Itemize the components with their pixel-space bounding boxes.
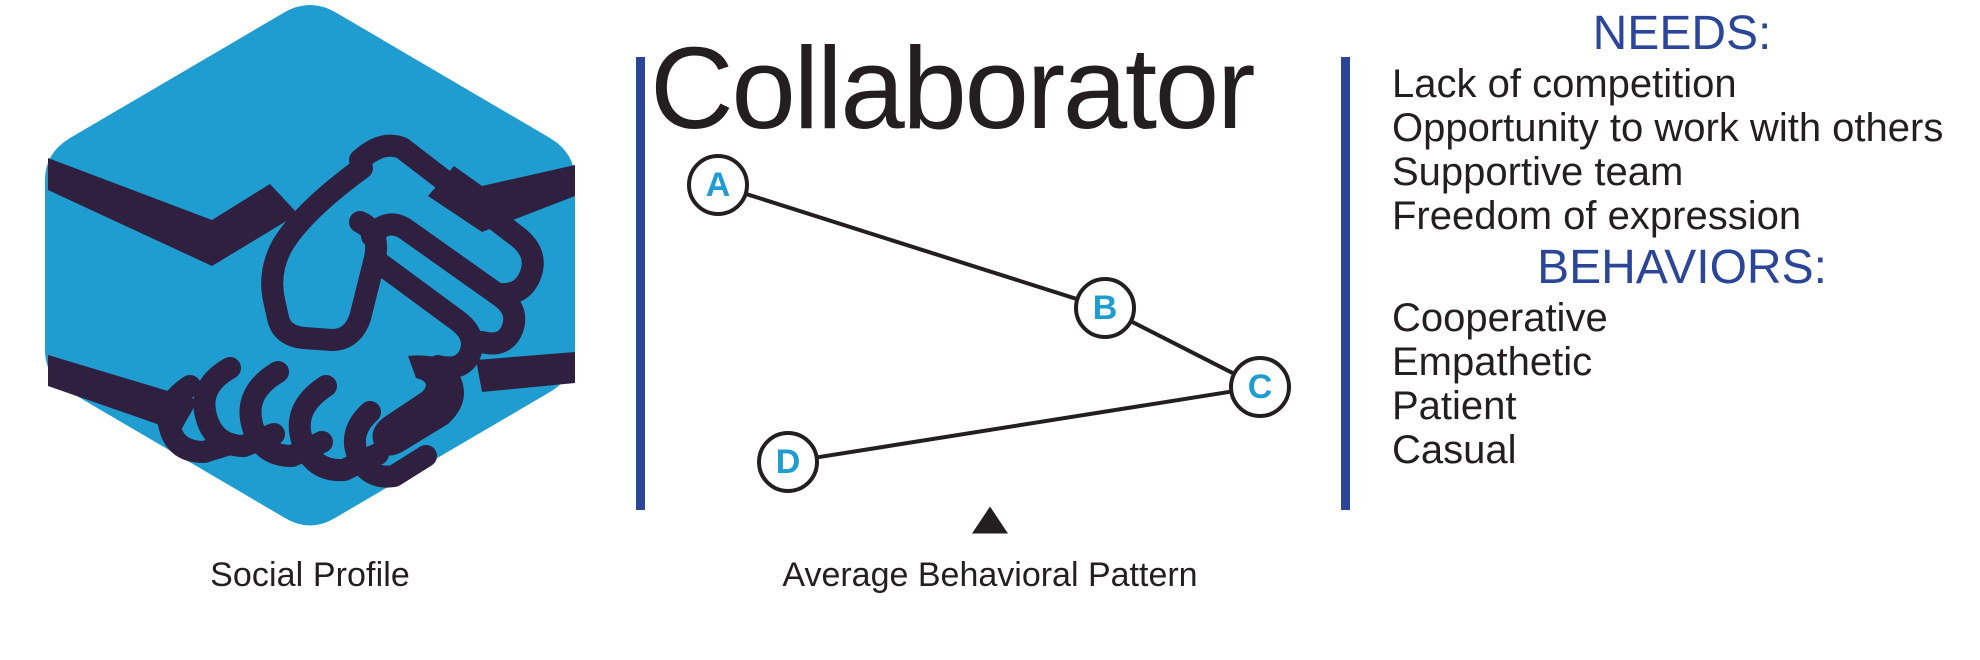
- chart-node-label: A: [706, 166, 731, 204]
- needs-item: Lack of competition: [1392, 62, 1737, 106]
- chart-node-circle: [1229, 356, 1291, 418]
- chart-segment: [816, 389, 1232, 460]
- chart-node-a[interactable]: A: [687, 154, 749, 216]
- chart-node-label: D: [776, 443, 801, 481]
- chart-node-circle: [757, 431, 819, 493]
- behaviors-item: Empathetic: [1392, 340, 1593, 384]
- chart-segment: [745, 191, 1078, 302]
- chart-node-circle: [687, 154, 749, 216]
- behaviors-item: Cooperative: [1392, 296, 1608, 340]
- average-marker-triangle: [972, 506, 1008, 534]
- chart-node-label: B: [1093, 289, 1118, 327]
- chart-segment: [1129, 319, 1236, 376]
- chart-segments: [745, 191, 1236, 460]
- chart-node-b[interactable]: B: [1074, 277, 1136, 339]
- needs-item: Freedom of expression: [1392, 194, 1802, 238]
- chart-nodes: A B C D: [687, 154, 1291, 493]
- behavioral-pattern-chart: A B C D: [620, 150, 1360, 550]
- needs-item: Supportive team: [1392, 150, 1684, 194]
- chart-node-c[interactable]: C: [1229, 356, 1291, 418]
- divider-bar-right: [1341, 57, 1350, 510]
- chart-caption: Average Behavioral Pattern: [782, 556, 1198, 594]
- chart-node-label: C: [1248, 368, 1273, 406]
- divider-bar-left: [636, 57, 645, 510]
- social-profile-panel: Social Profile: [0, 0, 620, 660]
- behaviors-item: Patient: [1392, 384, 1517, 428]
- needs-heading: NEEDS:: [1592, 7, 1772, 60]
- marker-triangle: [972, 506, 1008, 534]
- handshake-icon: [30, 0, 590, 530]
- page-title: Collaborator: [650, 23, 1255, 153]
- behaviors-item: Casual: [1392, 428, 1517, 472]
- needs-item: Opportunity to work with others: [1392, 106, 1944, 150]
- behaviors-heading: BEHAVIORS:: [1537, 241, 1827, 294]
- profile-caption: Social Profile: [210, 556, 410, 594]
- chart-node-circle: [1074, 277, 1136, 339]
- persona-center-panel: Collaborator A B C D Average Behavioral Pat…: [620, 0, 1360, 660]
- chart-node-d[interactable]: D: [757, 431, 819, 493]
